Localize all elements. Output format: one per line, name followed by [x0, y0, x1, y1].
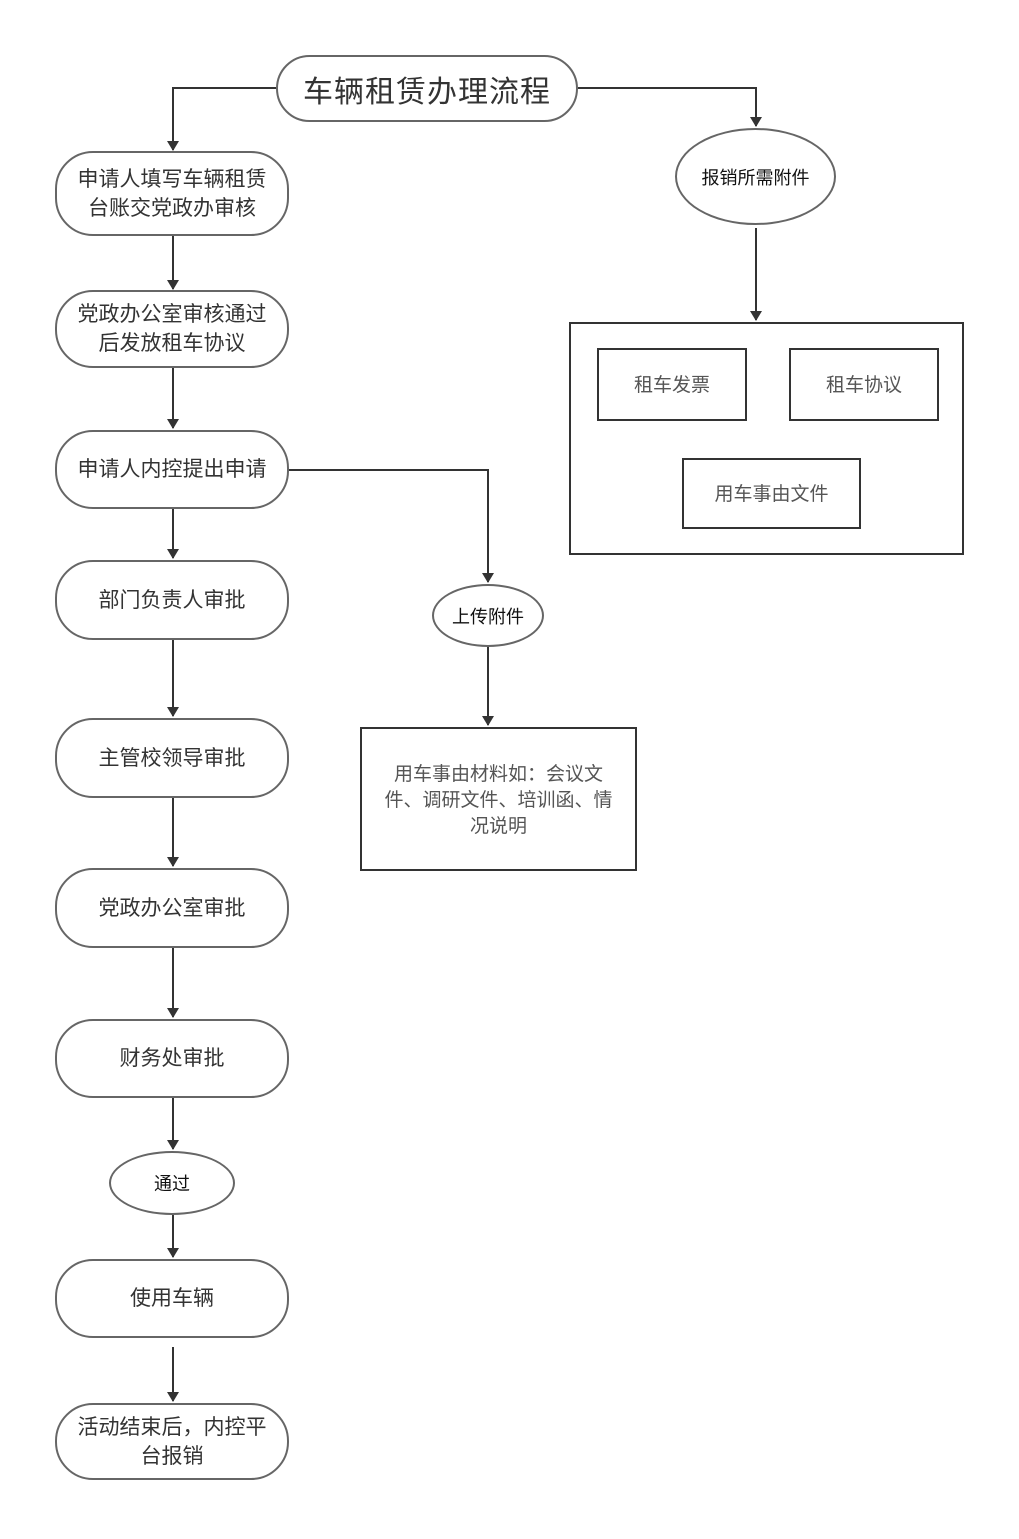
step-label: 部门负责人审批: [98, 587, 246, 612]
step-label: 使用车辆: [130, 1286, 214, 1310]
step-label: 党政办公室审核通过 后发放租车协议: [77, 302, 267, 355]
upload-label: 上传附件: [452, 606, 524, 628]
upload-attachments-node: 上传附件: [432, 584, 544, 647]
edge-step3-to-upload: [289, 469, 494, 583]
reimbursement-attachments-node: 报销所需附件: [675, 128, 836, 225]
step-label: 申请人填写车辆租赁 台账交党政办审核: [77, 166, 267, 220]
attachment-label: 租车协议: [825, 373, 902, 396]
attachment-rental-agreement: 租车协议: [789, 348, 939, 421]
flow-title: 车辆租赁办理流程: [276, 55, 578, 122]
attachment-rental-invoice: 租车发票: [597, 348, 747, 421]
edge-title-to-step1: [167, 87, 276, 151]
step-submit-application: 申请人内控提出申请: [55, 430, 289, 509]
materials-box: 用车事由材料如：会议文 件、调研文件、培训函、情 况说明: [360, 727, 637, 871]
attachment-label: 用车事由文件: [714, 482, 829, 505]
step-dept-head-approval: 部门负责人审批: [55, 560, 289, 640]
step-approved: 通过: [109, 1151, 235, 1215]
step-label: 活动结束后，内控平 台报销: [77, 1414, 267, 1468]
step-label: 党政办公室审批: [98, 895, 246, 920]
step-use-vehicle: 使用车辆: [55, 1259, 289, 1338]
edge-title-to-reimbursement: [578, 87, 762, 127]
step-office-approval: 党政办公室审批: [55, 868, 289, 948]
materials-text: 用车事由材料如：会议文 件、调研文件、培训函、情 况说明: [384, 763, 613, 837]
attachments-container: [569, 322, 964, 555]
attachment-label: 租车发票: [633, 373, 710, 396]
step-fill-ledger: 申请人填写车辆租赁 台账交党政办审核: [55, 151, 289, 236]
step-label: 通过: [154, 1174, 190, 1195]
flow-title-text: 车辆租赁办理流程: [303, 74, 551, 110]
step-office-review: 党政办公室审核通过 后发放租车协议: [55, 290, 289, 368]
step-label: 财务处审批: [119, 1046, 225, 1070]
reimbursement-label: 报销所需附件: [701, 167, 810, 189]
step-reimburse: 活动结束后，内控平 台报销: [55, 1403, 289, 1480]
step-leader-approval: 主管校领导审批: [55, 718, 289, 798]
step-label: 主管校领导审批: [98, 745, 246, 770]
attachment-usage-reason-doc: 用车事由文件: [682, 458, 861, 529]
step-finance-approval: 财务处审批: [55, 1019, 289, 1098]
step-label: 申请人内控提出申请: [77, 457, 267, 481]
